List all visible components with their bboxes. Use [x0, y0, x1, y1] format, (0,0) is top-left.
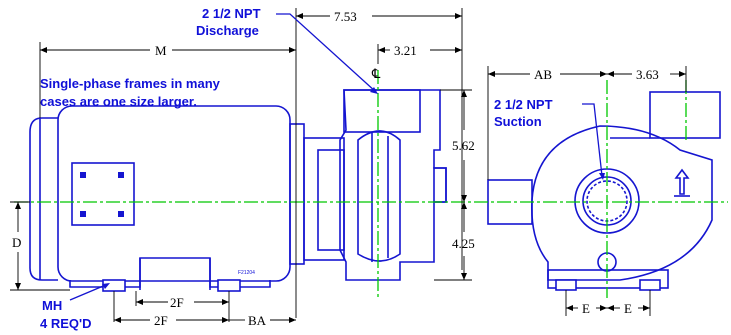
mh-note-line2: 4 REQ'D [40, 316, 92, 331]
dim-foot-to-pump: BA [248, 313, 267, 328]
pump-front-view [487, 91, 721, 291]
dim-base-right: E [624, 301, 632, 316]
dim-overall-width: 7.53 [334, 9, 357, 24]
suction-note-line1: 2 1/2 NPT [494, 97, 553, 112]
suction-note-line2: Suction [494, 114, 542, 129]
pump-side-view [303, 89, 447, 281]
dim-foot-spacing-outer: 2F [154, 313, 168, 328]
dim-ab: AB [534, 67, 552, 82]
centerline-symbol: ℄ [371, 66, 381, 81]
dim-foot-spacing-inner: 2F [170, 295, 184, 310]
dim-shaft-height: D [12, 235, 21, 250]
frame-tag: F21204 [238, 270, 255, 276]
dim-base-left: E [582, 301, 590, 316]
mh-note-line1: MH [42, 298, 62, 313]
frame-note-line2: cases are one size larger. [40, 94, 197, 109]
motor-side-view: F21204 [29, 105, 305, 292]
discharge-note-line2: Discharge [196, 23, 259, 38]
dim-discharge-offset: 3.63 [636, 67, 659, 82]
discharge-note-line1: 2 1/2 NPT [202, 6, 261, 21]
dim-upper-height: 5.62 [452, 138, 475, 153]
dim-suction-offset: 3.21 [394, 43, 417, 58]
frame-note-line1: Single-phase frames in many [40, 76, 221, 91]
dim-motor-length: M [155, 43, 167, 58]
dim-lower-height: 4.25 [452, 236, 475, 251]
